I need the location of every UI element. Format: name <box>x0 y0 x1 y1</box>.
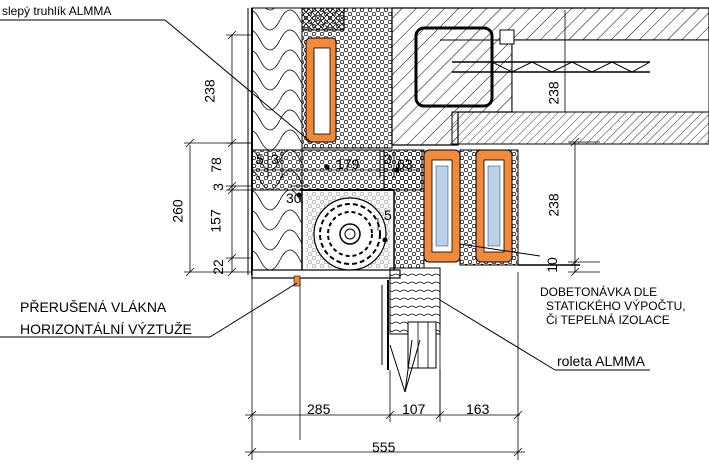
window-glass <box>407 321 437 369</box>
right-dimension-lines <box>560 10 600 277</box>
leader-lines <box>0 19 650 393</box>
dim-bottom-285: 285 <box>307 401 331 417</box>
label-concrete-note-1: DOBETONÁVKA DLE <box>540 285 658 299</box>
label-interrupted-fibers-1: PŘERUŠENÁ VLÁKNA <box>20 299 167 315</box>
dim-right-238: 238 <box>545 193 562 217</box>
dim-left-260: 260 <box>169 199 186 223</box>
dim-top-3b: 3 <box>384 151 392 167</box>
dim-left-78: 78 <box>207 157 224 173</box>
label-concrete-note-3: Či TEPELNÁ IZOLACE <box>546 313 670 327</box>
dim-top-3a: 3 <box>271 151 279 167</box>
dim-left-22: 22 <box>209 259 226 275</box>
dim-right-238-top: 238 <box>545 81 562 105</box>
dim-top-179: 179 <box>336 156 360 172</box>
slab-inner <box>511 39 709 113</box>
dim-inner-30: 30 <box>286 190 302 206</box>
dim-left-238: 238 <box>201 79 218 103</box>
dim-bottom-163: 163 <box>466 401 490 417</box>
dim-left-3: 3 <box>209 183 226 191</box>
label-concrete-note-2: STATICKÉHO VÝPOČTU, <box>546 299 686 313</box>
dim-inner-5: 5 <box>384 207 392 223</box>
dim-top-63: 63 <box>397 156 413 172</box>
roller <box>313 197 387 271</box>
label-blind-box: slepý truhlík ALMMA <box>2 4 112 18</box>
wall-insulation <box>251 7 303 271</box>
slab-lower <box>451 111 709 145</box>
dim-bottom-555: 555 <box>372 439 396 455</box>
dim-bottom-107: 107 <box>402 401 426 417</box>
label-interrupted-fibers-2: HORIZONTÁLNÍ VÝZTUŽE <box>20 321 192 337</box>
dim-top-5: 5 <box>256 151 264 167</box>
label-shutter: roleta ALMMA <box>557 353 645 369</box>
bottom-dimension-lines <box>245 272 525 460</box>
window-sill <box>251 269 401 279</box>
left-dimension-lines <box>184 30 252 277</box>
reinforcement <box>414 26 709 108</box>
dim-left-157: 157 <box>207 209 224 233</box>
top-strip <box>301 7 345 31</box>
dim-right-10: 10 <box>543 257 560 273</box>
top-dimension-lines <box>252 150 420 230</box>
